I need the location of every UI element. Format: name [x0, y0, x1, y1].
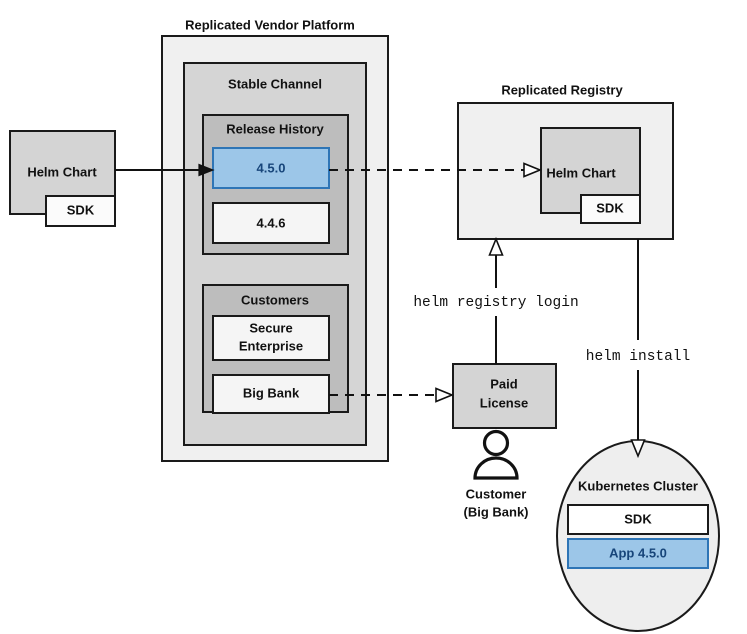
secure-enterprise-box	[212, 315, 330, 361]
customer-actor: Customer (Big Bank)	[464, 429, 529, 519]
edge-chart-to-release	[115, 163, 215, 177]
release-4-4-6-label: 4.4.6	[257, 215, 286, 230]
registry-sdk-label: SDK	[596, 200, 624, 215]
edge-bigbank-to-license	[329, 387, 455, 403]
secure-enterprise-label-line1: Secure	[249, 320, 292, 335]
platform-container[interactable]: Stable Channel Release History 4.5.0 4.4…	[161, 35, 389, 462]
person-icon-body	[473, 456, 519, 480]
source-helm-chart-node[interactable]: Helm Chart SDK	[9, 130, 116, 227]
customers-title: Customers	[241, 292, 309, 307]
secure-enterprise-label-line2: Enterprise	[239, 338, 303, 353]
source-sdk-box	[45, 195, 116, 227]
registry-title: Replicated Registry	[501, 82, 623, 97]
helm-registry-login-label: helm registry login	[413, 295, 578, 311]
stable-channel-title: Stable Channel	[228, 76, 322, 91]
platform-title: Replicated Vendor Platform	[185, 17, 355, 32]
source-helm-chart-label: Helm Chart	[27, 164, 97, 179]
edge-registry-to-cluster-arrowhead	[630, 439, 646, 459]
kubernetes-cluster-circle	[556, 440, 720, 632]
cluster-item-sdk[interactable]: SDK	[567, 504, 709, 535]
paid-license-label-line1: Paid	[490, 376, 518, 391]
helm-install-label: helm install	[586, 349, 690, 365]
edge-license-to-registry-arrowhead	[488, 236, 504, 256]
customer-actor-label-line2: (Big Bank)	[464, 504, 529, 519]
edge-release-to-registry	[329, 162, 543, 178]
customer-item-big-bank[interactable]: Big Bank	[212, 374, 330, 414]
edge-release-to-registry-arrowhead	[523, 162, 543, 178]
customer-item-secure-enterprise[interactable]: Secure Enterprise	[212, 315, 330, 361]
paid-license-box	[452, 363, 557, 429]
cluster-sdk-box	[567, 504, 709, 535]
edge-bigbank-to-license-arrowhead	[435, 387, 455, 403]
registry-sdk-box	[580, 194, 641, 224]
paid-license-node[interactable]: Paid License	[452, 363, 557, 429]
source-sdk-label: SDK	[67, 202, 95, 217]
release-history-title: Release History	[226, 121, 324, 136]
cluster-item-app[interactable]: App 4.5.0	[567, 538, 709, 569]
kubernetes-cluster-title: Kubernetes Cluster	[578, 478, 698, 493]
kubernetes-cluster-node[interactable]: Kubernetes Cluster SDK App 4.5.0	[556, 440, 720, 632]
edge-license-to-registry	[488, 236, 504, 364]
cluster-app-label: App 4.5.0	[609, 545, 667, 560]
registry-helm-chart-label: Helm Chart	[546, 165, 616, 180]
release-4-4-6-box	[212, 202, 330, 244]
registry-container[interactable]: Helm Chart SDK	[457, 102, 674, 240]
release-4-5-0-label: 4.5.0	[257, 160, 286, 175]
big-bank-box	[212, 374, 330, 414]
paid-license-label-line2: License	[480, 395, 528, 410]
person-icon-head	[482, 429, 510, 457]
edge-registry-to-cluster	[630, 239, 646, 459]
cluster-app-box	[567, 538, 709, 569]
cluster-sdk-label: SDK	[624, 511, 652, 526]
release-item-4-4-6[interactable]: 4.4.6	[212, 202, 330, 244]
release-4-5-0-box	[212, 147, 330, 189]
edge-chart-to-release-arrowhead	[198, 163, 215, 177]
release-item-4-5-0[interactable]: 4.5.0	[212, 147, 330, 189]
customer-actor-label-line1: Customer	[466, 486, 527, 501]
big-bank-label: Big Bank	[243, 385, 300, 400]
